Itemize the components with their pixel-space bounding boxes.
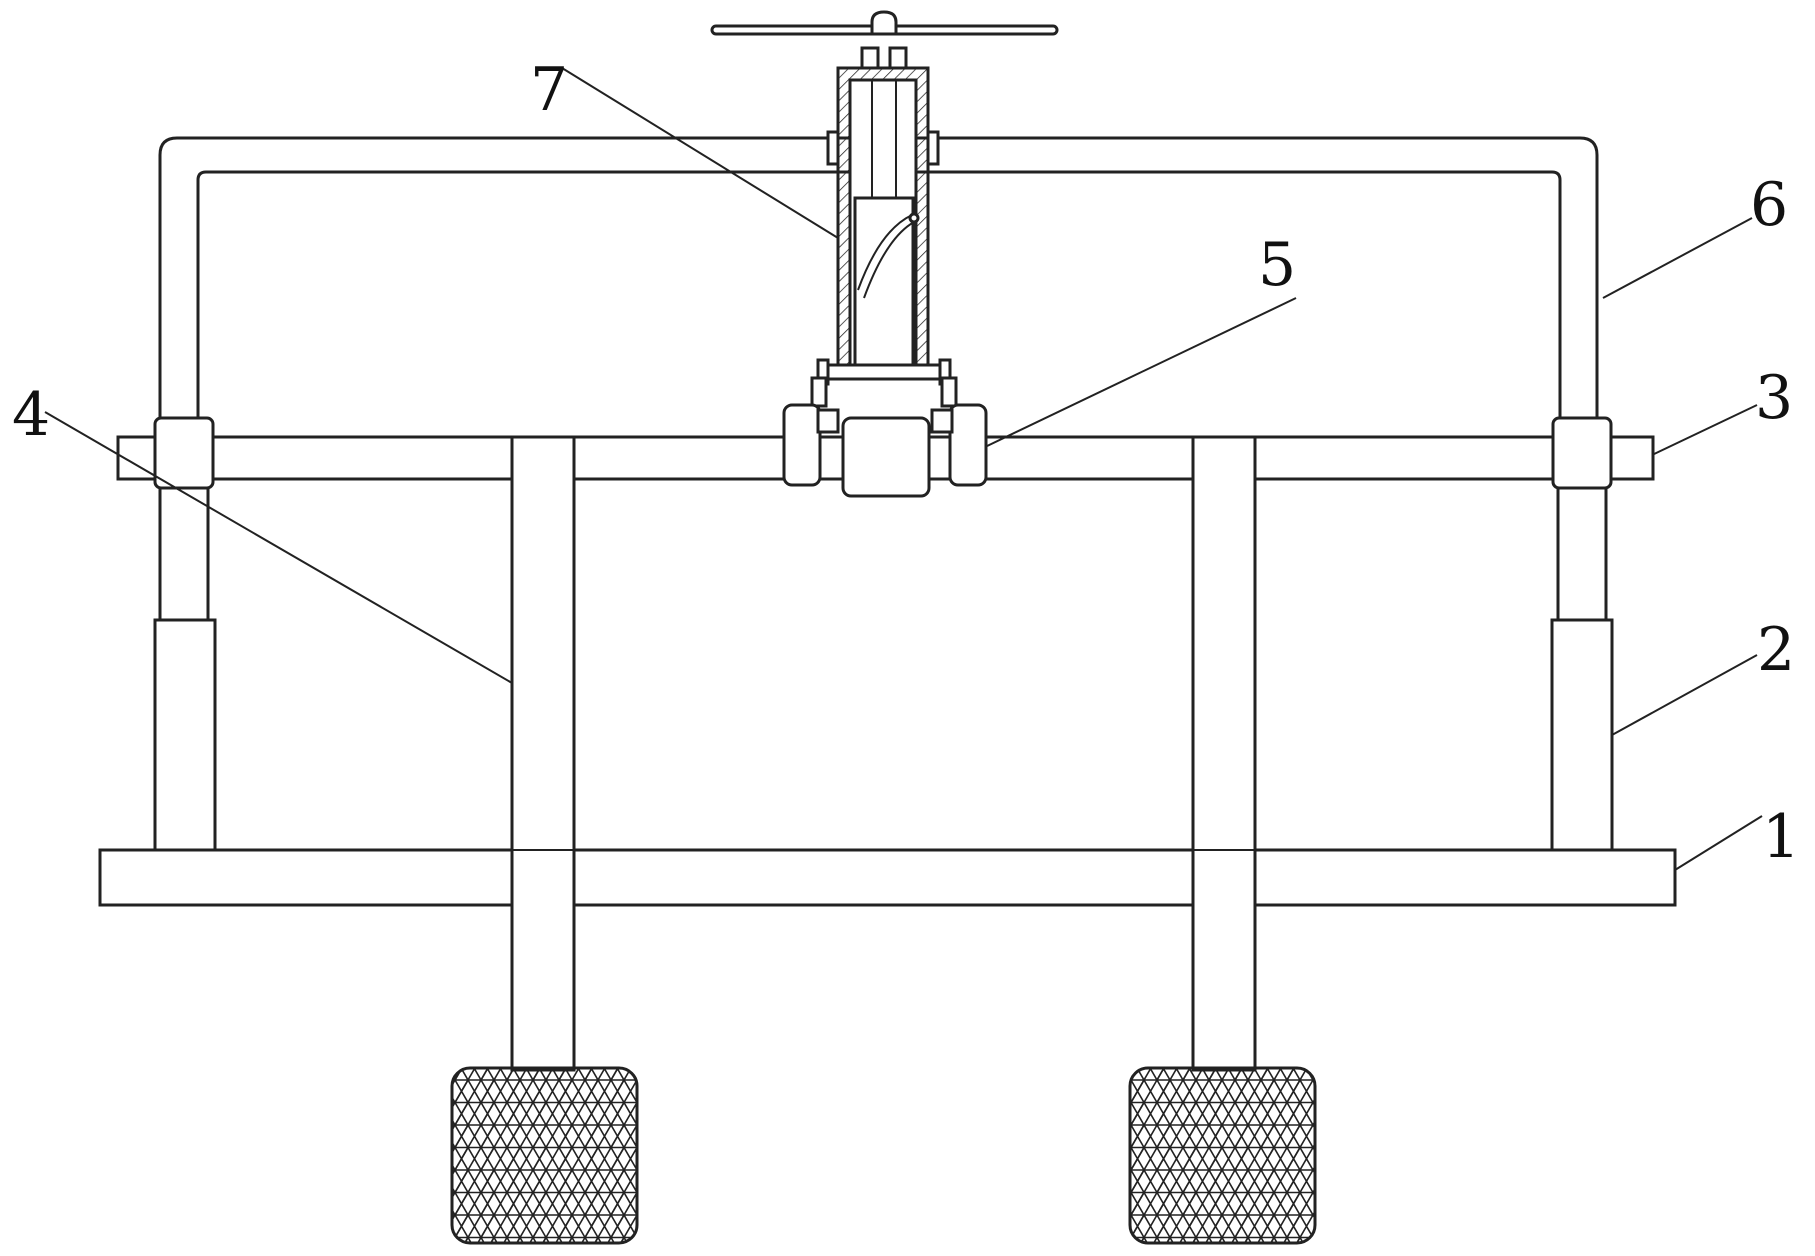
base-plate bbox=[98, 848, 1677, 907]
label-5: 5 bbox=[1258, 230, 1296, 300]
left-pedal-rod bbox=[510, 435, 576, 1072]
center-mechanism bbox=[710, 10, 1059, 498]
left-clamp bbox=[153, 416, 215, 490]
right-pedal bbox=[1128, 1066, 1317, 1245]
label-7: 7 bbox=[530, 55, 568, 125]
label-4: 4 bbox=[12, 380, 50, 450]
right-clamp bbox=[1551, 416, 1613, 490]
label-1: 1 bbox=[1762, 802, 1800, 872]
label-2: 2 bbox=[1757, 615, 1795, 685]
label-6: 6 bbox=[1750, 170, 1788, 240]
left-pedal bbox=[450, 1066, 639, 1245]
label-3: 3 bbox=[1755, 363, 1793, 433]
leader-lines bbox=[44, 67, 1763, 871]
right-pedal-rod bbox=[1191, 435, 1257, 1072]
